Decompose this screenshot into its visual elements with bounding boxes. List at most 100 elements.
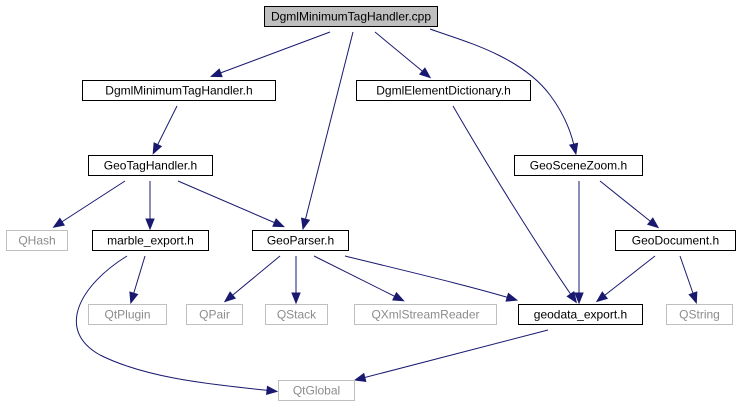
- edge-gparser-to-gexp: [344, 255, 519, 302]
- edge-line: [56, 180, 126, 226]
- node-box: [518, 304, 643, 325]
- node-box: [252, 230, 349, 251]
- edge-line: [599, 255, 656, 300]
- node-box: [186, 304, 243, 325]
- node-label: DgmlElementDictionary.h: [376, 84, 511, 98]
- edge-arrowhead: [152, 142, 163, 155]
- node-label: QtGlobal: [293, 384, 340, 398]
- edge-arrowhead: [291, 292, 301, 305]
- node-label: GeoTagHandler.h: [104, 159, 197, 173]
- edge-arrowhead: [353, 372, 367, 382]
- edge-gexp-to-qglobal: [353, 329, 549, 382]
- node-box: [82, 80, 276, 101]
- edge-arrowhead: [209, 68, 223, 78]
- node-box: [354, 304, 497, 325]
- node-box: [278, 380, 355, 401]
- edge-gth-to-mexp: [145, 181, 155, 231]
- node-label: DgmlMinimumTagHandler.h: [105, 84, 252, 98]
- edge-arrowhead: [595, 291, 609, 303]
- edge-line: [344, 255, 514, 300]
- edge-gparser-to-qstack: [291, 256, 301, 305]
- edge-line: [214, 31, 331, 76]
- edge-mexp-to-qglobal: [75, 255, 279, 395]
- node-label: GeoParser.h: [267, 234, 334, 248]
- node-box: [88, 155, 213, 176]
- node-box: [514, 155, 643, 176]
- node-label: QStack: [277, 308, 317, 322]
- node-label: geodata_export.h: [534, 308, 627, 322]
- edge-line: [154, 105, 178, 151]
- edge-mexp-to-qplugin: [129, 255, 146, 305]
- edge-line: [452, 105, 575, 300]
- edge-line: [75, 255, 274, 392]
- edge-line: [313, 255, 401, 300]
- node-qxml: QXmlStreamReader: [354, 304, 497, 325]
- edge-arrowhead: [646, 217, 660, 229]
- node-qstring: QString: [666, 304, 733, 325]
- node-label: QPair: [199, 308, 230, 322]
- node-label: GeoSceneZoom.h: [530, 159, 627, 173]
- node-qhash: QHash: [6, 230, 68, 251]
- edge-arrowhead: [566, 290, 578, 304]
- edge-cpp-to-mth: [209, 31, 331, 78]
- edge-arrowhead: [392, 291, 405, 302]
- edge-arrowhead: [301, 217, 311, 231]
- edge-cpp-to-gsz: [429, 28, 579, 156]
- edge-cpp-to-edict: [374, 31, 432, 79]
- edge-edict-to-gexp: [452, 105, 578, 304]
- node-qpair: QPair: [186, 304, 243, 325]
- edge-arrowhead: [505, 292, 519, 302]
- node-box: [615, 230, 736, 251]
- node-label: QXmlStreamReader: [371, 308, 479, 322]
- node-gth[interactable]: GeoTagHandler.h: [88, 155, 213, 176]
- node-qglobal: QtGlobal: [278, 380, 355, 401]
- node-gsz[interactable]: GeoSceneZoom.h: [514, 155, 643, 176]
- edge-arrowhead: [418, 67, 432, 79]
- edge-arrowhead: [568, 142, 579, 156]
- node-box: [264, 6, 438, 27]
- edge-arrowhead: [272, 218, 285, 228]
- node-gdoc[interactable]: GeoDocument.h: [615, 230, 736, 251]
- node-box: [92, 230, 209, 251]
- edge-line: [358, 329, 549, 380]
- edge-line: [374, 31, 428, 76]
- edge-gth-to-gparser: [177, 180, 285, 228]
- node-label: QString: [679, 308, 720, 322]
- node-qstack: QStack: [265, 304, 328, 325]
- edge-arrowhead: [223, 291, 237, 303]
- node-mth[interactable]: DgmlMinimumTagHandler.h: [82, 80, 276, 101]
- edge-arrowhead: [52, 217, 66, 228]
- edge-line: [429, 28, 576, 151]
- node-gexp[interactable]: geodata_export.h: [518, 304, 643, 325]
- node-label: GeoDocument.h: [632, 234, 719, 248]
- node-box: [666, 304, 733, 325]
- edge-gdoc-to-qstring: [679, 255, 698, 305]
- node-label: QtPlugin: [104, 308, 150, 322]
- edge-line: [303, 31, 354, 226]
- edge-gparser-to-qxml: [313, 255, 405, 302]
- edge-line: [679, 255, 696, 300]
- edge-mth-to-gth: [152, 105, 178, 155]
- node-label: DgmlMinimumTagHandler.cpp: [271, 10, 431, 24]
- node-label: QHash: [18, 234, 55, 248]
- node-cpp[interactable]: DgmlMinimumTagHandler.cpp: [264, 6, 438, 27]
- edge-line: [599, 180, 656, 226]
- edge-arrowhead: [129, 291, 139, 305]
- edge-line: [227, 255, 281, 300]
- edge-arrowhead: [266, 385, 279, 395]
- edge-arrowhead: [574, 292, 584, 305]
- edge-gsz-to-gexp: [574, 181, 584, 305]
- edge-arrowhead: [688, 291, 698, 305]
- node-gparser[interactable]: GeoParser.h: [252, 230, 349, 251]
- edge-gparser-to-qpair: [223, 255, 281, 303]
- edge-line: [177, 180, 281, 226]
- edges-layer: [52, 28, 698, 395]
- edge-arrowhead: [145, 218, 155, 231]
- node-label: marble_export.h: [107, 234, 194, 248]
- edge-gdoc-to-gexp: [595, 255, 656, 303]
- node-mexp[interactable]: marble_export.h: [92, 230, 209, 251]
- node-box: [6, 230, 68, 251]
- edge-line: [131, 255, 146, 300]
- node-edict[interactable]: DgmlElementDictionary.h: [356, 80, 531, 101]
